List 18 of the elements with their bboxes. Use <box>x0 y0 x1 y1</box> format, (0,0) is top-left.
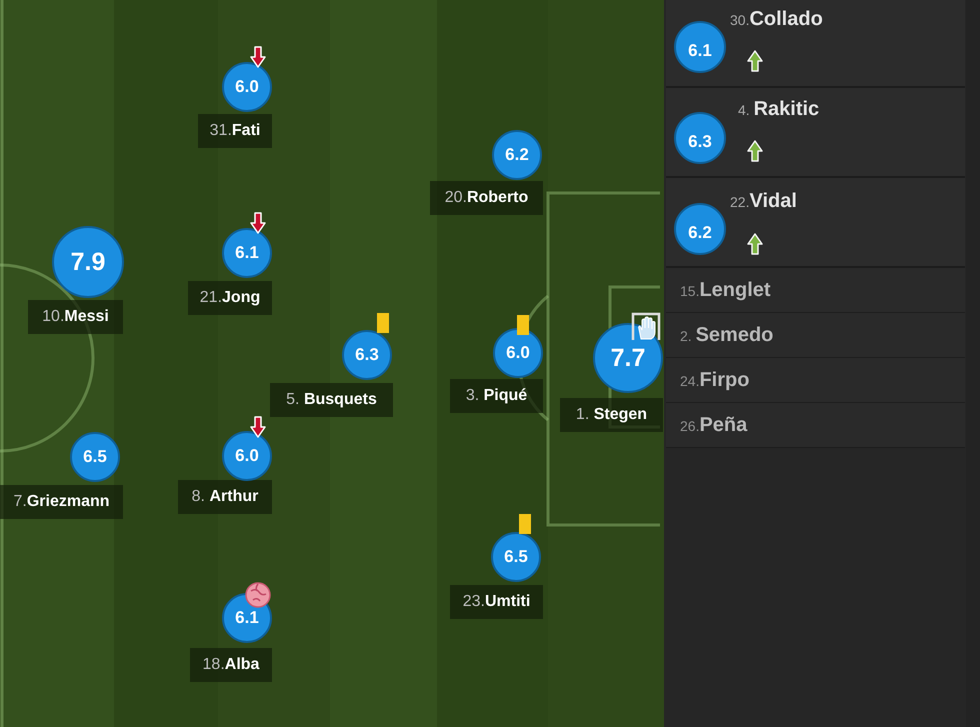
bench-player-row: 15.Lenglet <box>666 268 965 313</box>
player-name: 30.Collado <box>730 7 823 32</box>
player-name-label: 20.Roberto <box>430 181 543 215</box>
bench-player-row: 26.Peña <box>666 403 965 448</box>
player-name-label: 7.Griezmann <box>0 485 123 519</box>
player-name-label: 5. Busquets <box>270 383 393 417</box>
player-name-label: 3. Piqué <box>450 379 543 413</box>
player-name-label: 18.Alba <box>190 648 272 682</box>
player-name-label: 23.Umtiti <box>450 585 543 619</box>
player-name: 4. Rakitic <box>738 97 820 122</box>
player-name-label: 1. Stegen <box>560 398 663 432</box>
player-name-label: 31.Fati <box>198 114 272 148</box>
player-name: 22.Vidal <box>730 189 797 214</box>
bench-player-row: 24.Firpo <box>666 358 965 403</box>
player-name-label: 21.Jong <box>188 281 272 315</box>
player-name-label: 10.Messi <box>28 300 123 334</box>
player-name-label: 8. Arthur <box>178 480 272 514</box>
bench-player-row: 2. Semedo <box>666 313 965 358</box>
